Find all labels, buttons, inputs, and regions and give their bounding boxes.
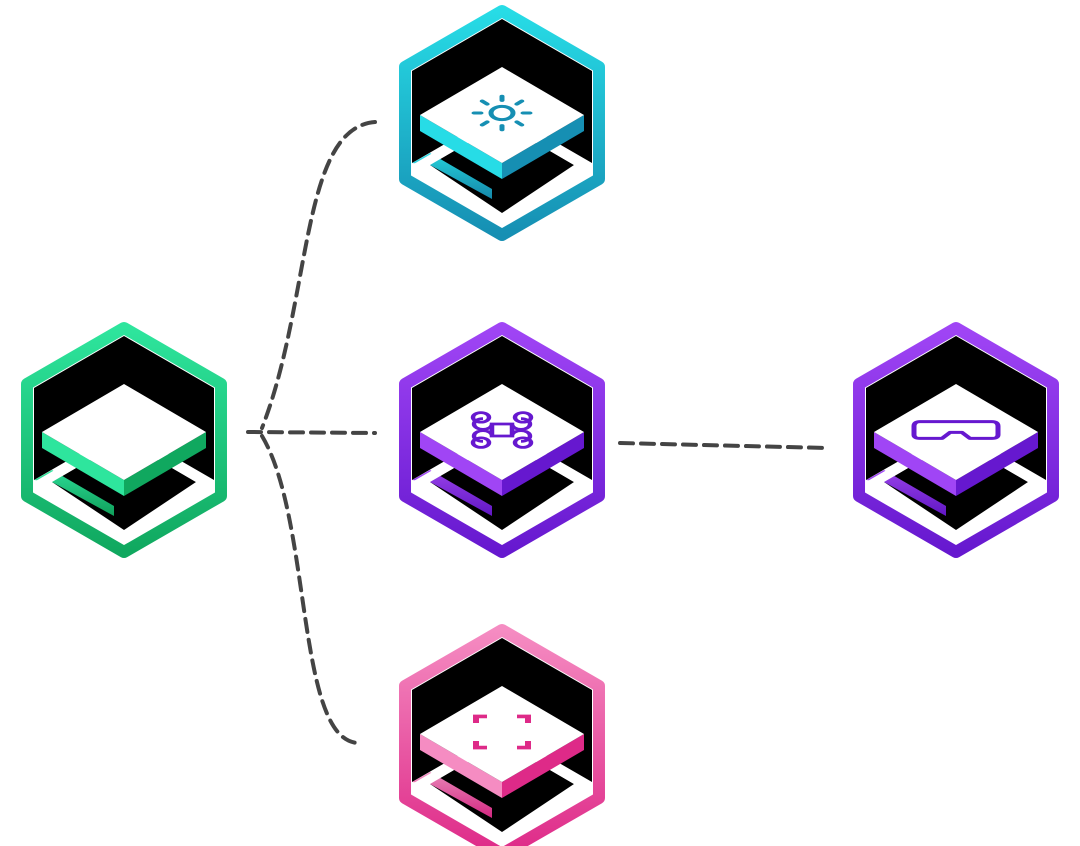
- sun-ray: [479, 99, 490, 106]
- edge-green-layer-to-pink-layer: [260, 434, 360, 745]
- plate-reflection: [412, 153, 492, 199]
- lower-frame: [412, 732, 592, 784]
- plate-top-face: [42, 384, 206, 480]
- lower-frame: [34, 430, 214, 482]
- plate-reflection: [412, 470, 492, 516]
- plate-top-face: [420, 384, 584, 480]
- plate-left-face: [874, 432, 956, 496]
- edge-green-layer-to-cyan-layer: [260, 120, 377, 430]
- plate-top-face: [420, 686, 584, 782]
- lower-frame: [412, 430, 592, 482]
- plate-left-face: [420, 115, 502, 179]
- sun-ray: [514, 120, 525, 127]
- goggles-outline: [911, 420, 1001, 440]
- plate-right-face: [502, 432, 584, 496]
- edge-purple-layer-to-purple-vr-layer: [618, 441, 830, 450]
- node-purple-vr-layer[interactable]: [853, 322, 1059, 558]
- node-green-layer[interactable]: [21, 322, 227, 558]
- focus-corner: [517, 714, 531, 723]
- plate-reflection: [34, 470, 114, 516]
- lower-frame: [412, 113, 592, 165]
- focus-corner: [517, 741, 531, 750]
- plate-reflection: [412, 772, 492, 818]
- command-key-loop: [470, 436, 492, 449]
- plate-right-face: [502, 734, 584, 798]
- focus-corner: [473, 714, 487, 723]
- plate-right-face: [502, 115, 584, 179]
- plate-left-face: [420, 734, 502, 798]
- plate-left-face: [42, 432, 124, 496]
- plate-right-face: [124, 432, 206, 496]
- vr-goggles-icon: [911, 420, 1001, 440]
- plate-reflection: [866, 470, 946, 516]
- node-cyan-layer[interactable]: [399, 5, 605, 241]
- node-pink-layer[interactable]: [399, 624, 605, 846]
- command-key-loop: [470, 411, 492, 424]
- edge-green-layer-to-purple-layer: [246, 430, 377, 435]
- plate-top-face: [420, 67, 584, 163]
- sun-icon: [471, 94, 533, 132]
- command-key-loop: [512, 436, 534, 449]
- edges: [246, 120, 830, 745]
- focus-frame-icon: [473, 714, 531, 750]
- sun-ray: [479, 120, 490, 127]
- plate-right-face: [956, 432, 1038, 496]
- node-purple-layer[interactable]: [399, 322, 605, 558]
- sun-ray: [514, 99, 525, 106]
- sun-core: [488, 104, 516, 122]
- lower-frame: [866, 430, 1046, 482]
- command-key-loop: [512, 411, 534, 424]
- command-key-icon: [470, 411, 534, 449]
- nodes: [21, 5, 1059, 846]
- focus-corner: [473, 741, 487, 750]
- command-key-glyph: [471, 417, 533, 443]
- plate-left-face: [420, 432, 502, 496]
